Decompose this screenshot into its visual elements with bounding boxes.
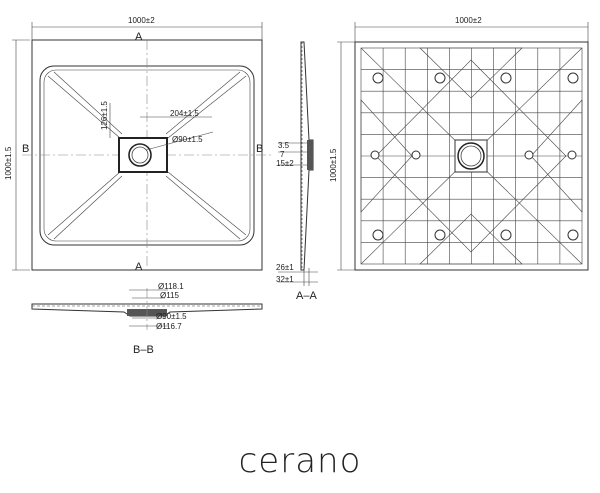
dim-15: 15±2	[276, 159, 294, 168]
dim-32: 32±1	[276, 275, 294, 284]
dim-diameter-118: Ø118.1	[158, 282, 184, 291]
bottom-view: 1000±2 1000±1.5	[329, 16, 589, 271]
dim-diameter-116: Ø116.7	[156, 322, 182, 331]
section-a-a: 3.5 7 15±2 26±1 32±1 A–A	[276, 41, 318, 302]
support-rib-grid	[361, 48, 582, 264]
section-mark-b-left: B	[22, 143, 29, 155]
dim-diameter-90: Ø90±1.5	[172, 135, 203, 144]
dim-26: 26±1	[276, 263, 294, 272]
support-feet	[370, 72, 579, 241]
section-mark-a-bottom: A	[135, 261, 143, 273]
bottom-height-dimension: 1000±1.5	[329, 148, 338, 182]
top-view: 1000±2 1000±1.5 126±1.5 204±1.5	[4, 16, 272, 273]
top-width-dimension: 1000±2	[128, 16, 155, 25]
top-height-dimension: 1000±1.5	[4, 146, 13, 180]
dim-3-5: 3.5	[278, 141, 290, 150]
section-mark-b-right: B	[256, 143, 263, 155]
section-b-b-label: B–B	[133, 344, 154, 356]
brand-logo-text: cerano	[239, 441, 362, 481]
dim-204: 204±1.5	[170, 109, 199, 118]
section-mark-a-top: A	[135, 31, 143, 43]
section-b-b: Ø118.1 Ø115 Ø90±1.5 Ø116.7 B–B	[31, 282, 263, 356]
bottom-outline	[354, 41, 589, 271]
bottom-drain	[457, 142, 485, 170]
dim-7: 7	[280, 150, 285, 159]
dim-126: 126±1.5	[100, 101, 109, 130]
diagonal-ribs	[360, 47, 583, 265]
bottom-width-dimension: 1000±2	[455, 16, 482, 25]
dim-diameter-90-section: Ø90±1.5	[156, 312, 187, 321]
section-a-a-label: A–A	[296, 290, 317, 302]
dim-diameter-115: Ø115	[160, 291, 180, 300]
